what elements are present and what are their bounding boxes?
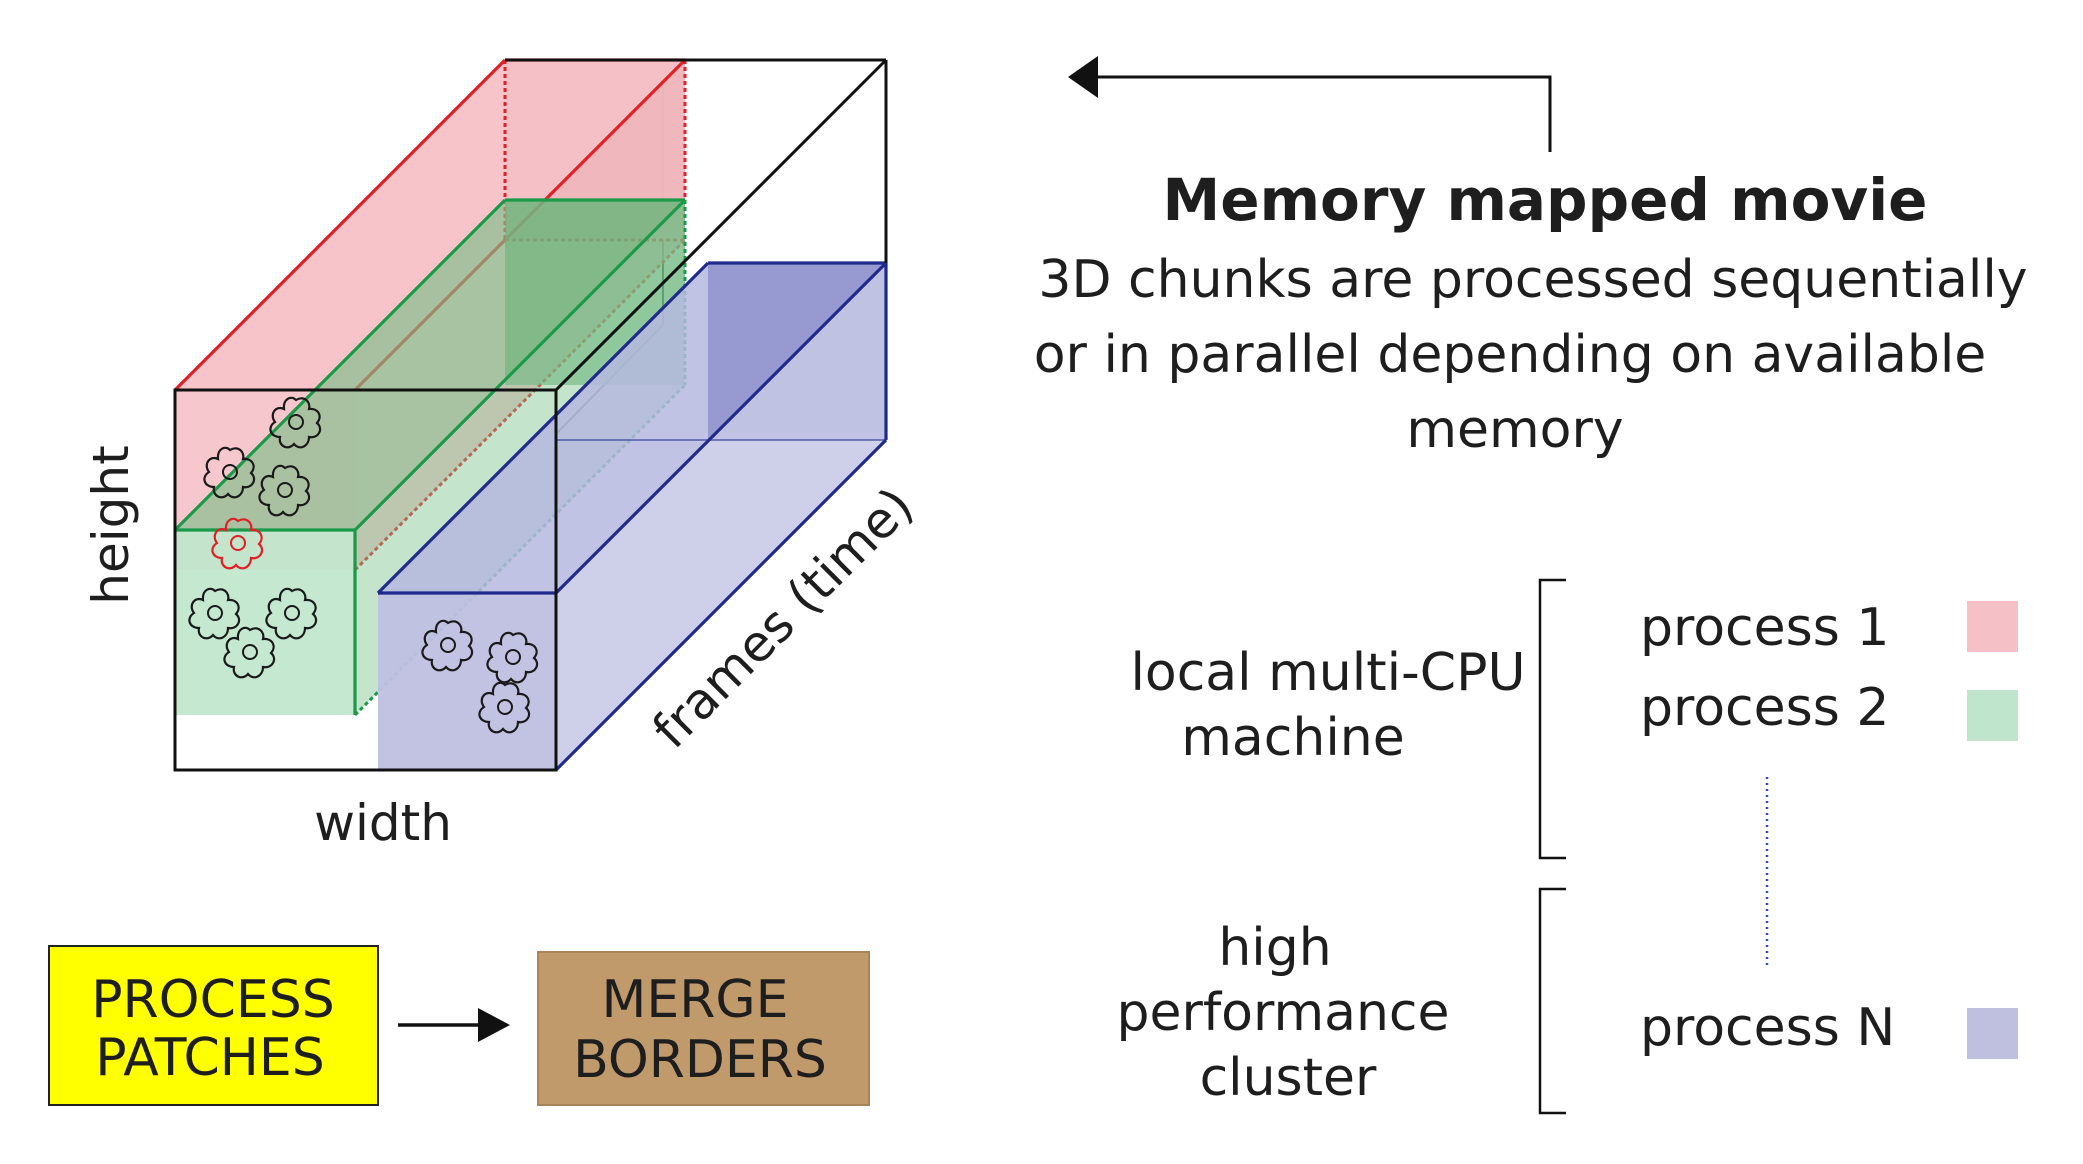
- cluster-group-line-1: high: [1218, 918, 1331, 978]
- process-1-label: process 1: [1640, 598, 1889, 658]
- description-line-2: or in parallel depending on available: [1034, 325, 1987, 385]
- merge-borders-line-2: BORDERS: [573, 1030, 827, 1090]
- local-machine-group: local multi-CPU machine: [1130, 578, 1566, 860]
- merge-borders-box: [537, 951, 870, 1106]
- local-group-bracket: [1538, 578, 1566, 860]
- merge-borders-line-1: MERGE: [601, 970, 788, 1030]
- cluster-group-bracket: [1538, 887, 1566, 1115]
- local-group-line-1: local multi-CPU: [1130, 643, 1525, 703]
- workflow-arrowhead: [478, 1008, 510, 1042]
- pointer-arrow: [1068, 56, 1552, 152]
- process-1-swatch: [1967, 601, 2018, 652]
- process-2-swatch: [1967, 690, 2018, 741]
- description-title: Memory mapped movie: [1163, 166, 1928, 234]
- process-patches-line-1: PROCESS: [91, 970, 335, 1030]
- front-face-outline: [173, 58, 888, 772]
- process-patches-line-2: PATCHES: [95, 1028, 325, 1088]
- workflow: PROCESS PATCHES MERGE BORDERS: [48, 945, 870, 1106]
- cluster-group: high performance cluster: [1116, 887, 1566, 1115]
- chunk-process-n: [376, 261, 888, 772]
- description: Memory mapped movie 3D chunks are proces…: [1034, 166, 2028, 460]
- process-2-label: process 2: [1640, 678, 1889, 738]
- process-legend: process 1 process 2 process N: [1640, 598, 2018, 1059]
- height-axis-label: height: [82, 445, 140, 604]
- description-line-1: 3D chunks are processed sequentially: [1038, 250, 2027, 310]
- movie-volume: height width frames (time): [82, 58, 924, 852]
- process-n-swatch: [1967, 1008, 2018, 1059]
- process-patches-box: [48, 945, 379, 1106]
- cluster-group-line-2: performance: [1116, 983, 1449, 1043]
- process-n-label: process N: [1640, 998, 1895, 1058]
- width-axis-label: width: [314, 794, 452, 852]
- cluster-group-line-3: cluster: [1200, 1048, 1377, 1108]
- local-group-line-2: machine: [1181, 708, 1404, 768]
- description-line-3: memory: [1406, 400, 1623, 460]
